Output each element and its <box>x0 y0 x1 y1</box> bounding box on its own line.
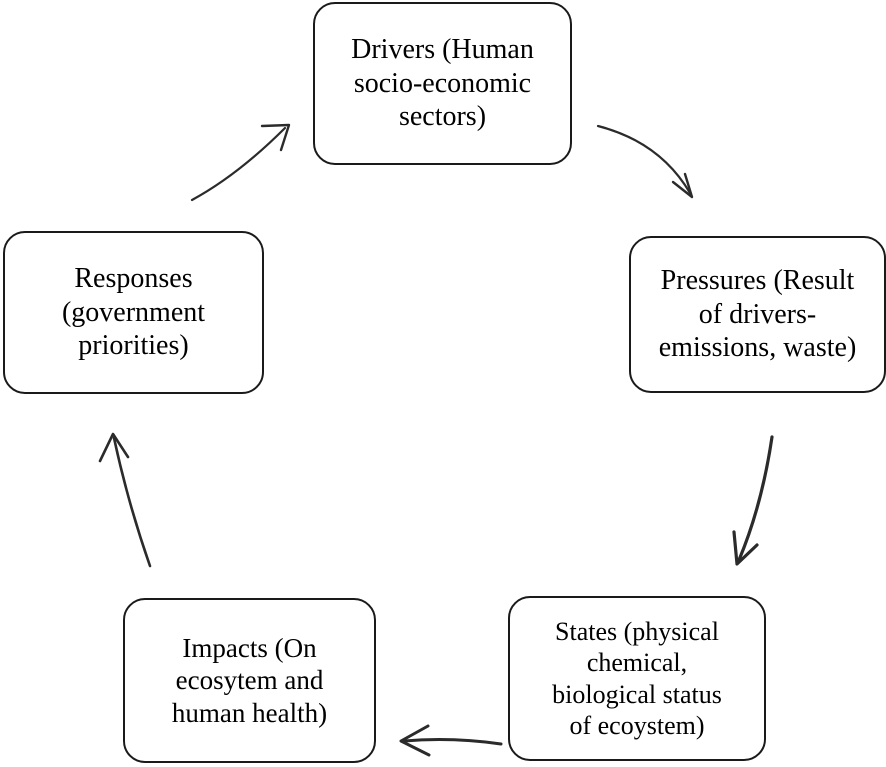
node-impacts-label: Impacts (On ecosytem and human health) <box>171 632 328 728</box>
edge-states-to-impacts <box>399 724 503 757</box>
node-states[interactable]: States (physical chemical, biological st… <box>508 596 766 761</box>
node-pressures-label: Pressures (Result of drivers- emissions,… <box>658 264 857 364</box>
node-responses[interactable]: Responses (government priorities) <box>3 231 264 394</box>
node-impacts[interactable]: Impacts (On ecosytem and human health) <box>123 598 376 763</box>
edge-drivers-to-pressures <box>596 124 694 199</box>
edge-responses-to-drivers <box>190 123 291 202</box>
edge-pressures-to-states <box>732 435 774 566</box>
node-drivers-label: Drivers (Human socio-economic sectors) <box>351 33 534 133</box>
node-responses-label: Responses (government priorities) <box>61 262 206 362</box>
node-states-label: States (physical chemical, biological st… <box>552 616 722 740</box>
node-drivers[interactable]: Drivers (Human socio-economic sectors) <box>313 2 572 165</box>
edge-impacts-to-responses <box>98 432 152 568</box>
node-pressures[interactable]: Pressures (Result of drivers- emissions,… <box>629 236 886 393</box>
